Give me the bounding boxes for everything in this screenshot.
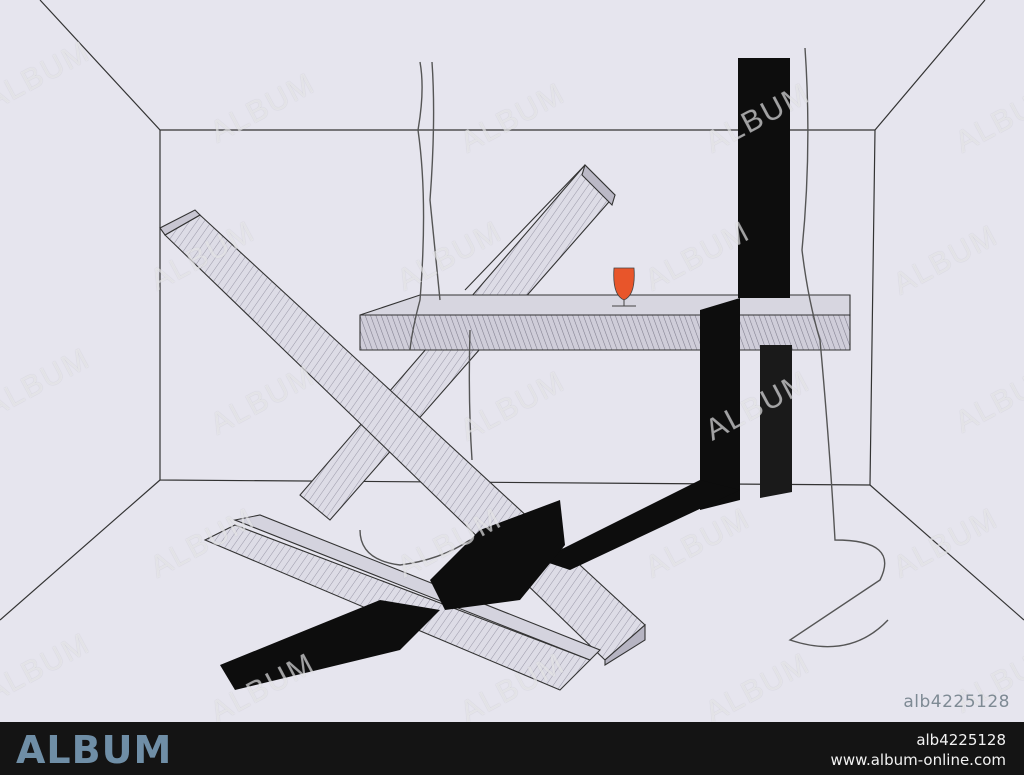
artwork-image: ALBUM ALBUM ALBUM ALBUM ALBUM ALBUM ALBU… (0, 0, 1024, 722)
pen-drawing (0, 0, 1024, 691)
black-band (220, 58, 792, 690)
table-board (359, 294, 851, 351)
glass-of-drink (612, 267, 636, 307)
image-id-label: alb4225128 (903, 692, 1010, 712)
footer-image-id: alb4225128 (916, 731, 1006, 749)
footer-bar: ALBUM alb4225128 www.album-online.com (0, 722, 1024, 775)
footer-url-link[interactable]: www.album-online.com (830, 751, 1006, 769)
album-logo[interactable]: ALBUM (16, 728, 173, 772)
ropes (359, 47, 889, 648)
room-outline (0, 0, 1024, 621)
